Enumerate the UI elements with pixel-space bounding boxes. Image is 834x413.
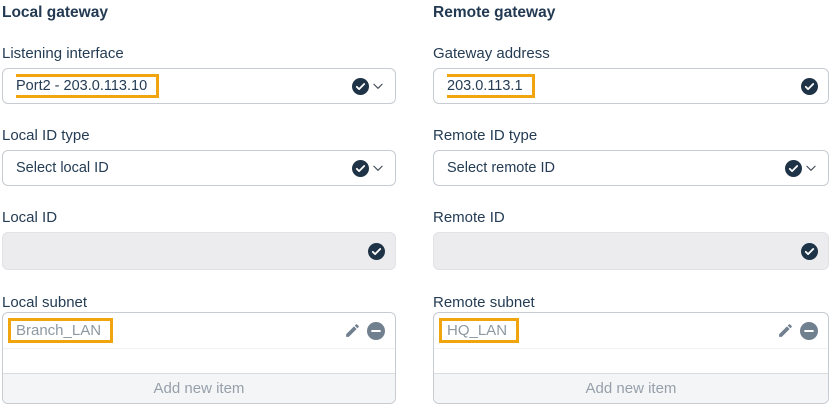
local-gateway-title: Local gateway	[2, 4, 108, 21]
local-id-type-placeholder: Select local ID	[16, 160, 109, 176]
remove-item-button[interactable]	[367, 321, 385, 340]
remote-id-input	[433, 232, 829, 270]
local-subnet-label: Local subnet	[2, 294, 88, 311]
list-item: HQ_LAN	[434, 313, 828, 349]
add-new-item-button[interactable]: Add new item	[434, 373, 828, 403]
remote-id-type-placeholder: Select remote ID	[447, 160, 555, 176]
pencil-icon	[344, 322, 361, 339]
remote-subnet-item-wrap: HQ_LAN	[439, 318, 777, 343]
list-item: Branch_LAN	[3, 313, 395, 349]
chevron-down-icon	[371, 161, 385, 175]
local-gateway-section: Local gateway Listening interface Port2 …	[2, 4, 396, 404]
gateway-address-input[interactable]: 203.0.113.1	[433, 68, 829, 104]
add-new-item-button[interactable]: Add new item	[3, 373, 395, 403]
listening-interface-select[interactable]: Port2 - 203.0.113.10	[2, 68, 396, 104]
remote-id-type-select[interactable]: Select remote ID	[433, 150, 829, 186]
chevron-down-icon	[371, 79, 385, 93]
local-id-input	[2, 232, 396, 270]
pencil-icon	[777, 322, 794, 339]
check-circle-icon	[801, 242, 818, 260]
check-circle-icon	[801, 77, 818, 95]
listening-interface-label: Listening interface	[2, 45, 124, 62]
gateway-address-label: Gateway address	[433, 45, 550, 62]
gateway-address-value-wrap: 203.0.113.1	[447, 74, 801, 98]
remote-subnet-listbox: HQ_LAN Add new item	[433, 312, 829, 404]
listening-interface-value: Port2 - 203.0.113.10	[16, 78, 148, 94]
listening-interface-value-wrap: Port2 - 203.0.113.10	[16, 74, 352, 98]
local-subnet-item: Branch_LAN	[16, 322, 102, 339]
local-subnet-group: Local subnet Branch_LAN	[2, 294, 396, 404]
chevron-down-icon	[804, 161, 818, 175]
check-circle-icon	[785, 159, 802, 177]
local-id-type-select[interactable]: Select local ID	[2, 150, 396, 186]
remote-subnet-group: Remote subnet HQ_LAN	[433, 294, 829, 404]
check-circle-icon	[352, 77, 369, 95]
local-id-group: Local ID	[2, 209, 396, 270]
list-empty-space	[3, 349, 395, 373]
local-id-label: Local ID	[2, 209, 58, 226]
remote-gateway-title: Remote gateway	[433, 4, 556, 21]
minus-circle-icon	[367, 321, 385, 340]
remote-id-label: Remote ID	[433, 209, 505, 226]
annotation-highlight: 203.0.113.1	[447, 74, 535, 98]
annotation-highlight: Branch_LAN	[8, 318, 114, 343]
remote-id-group: Remote ID	[433, 209, 829, 270]
remote-id-type-group: Remote ID type Select remote ID	[433, 127, 829, 186]
gateway-config-panel: Local gateway Listening interface Port2 …	[2, 4, 829, 404]
remove-item-button[interactable]	[800, 321, 818, 340]
edit-item-button[interactable]	[344, 322, 361, 339]
remote-gateway-section: Remote gateway Gateway address 203.0.113…	[433, 4, 829, 404]
remote-subnet-label: Remote subnet	[433, 294, 535, 311]
local-id-type-label: Local ID type	[2, 127, 90, 144]
gateway-address-value: 203.0.113.1	[447, 78, 523, 94]
remote-id-type-label: Remote ID type	[433, 127, 538, 144]
gateway-address-group: Gateway address 203.0.113.1	[433, 45, 829, 104]
minus-circle-icon	[800, 321, 818, 340]
annotation-highlight: HQ_LAN	[439, 318, 520, 343]
edit-item-button[interactable]	[777, 322, 794, 339]
check-circle-icon	[368, 242, 385, 260]
remote-subnet-item: HQ_LAN	[447, 322, 508, 339]
list-empty-space	[434, 349, 828, 373]
local-subnet-listbox: Branch_LAN Add new ite	[2, 312, 396, 404]
local-id-type-group: Local ID type Select local ID	[2, 127, 396, 186]
listening-interface-group: Listening interface Port2 - 203.0.113.10	[2, 45, 396, 104]
local-subnet-item-wrap: Branch_LAN	[8, 318, 344, 343]
check-circle-icon	[352, 159, 369, 177]
annotation-highlight: Port2 - 203.0.113.10	[16, 74, 160, 98]
